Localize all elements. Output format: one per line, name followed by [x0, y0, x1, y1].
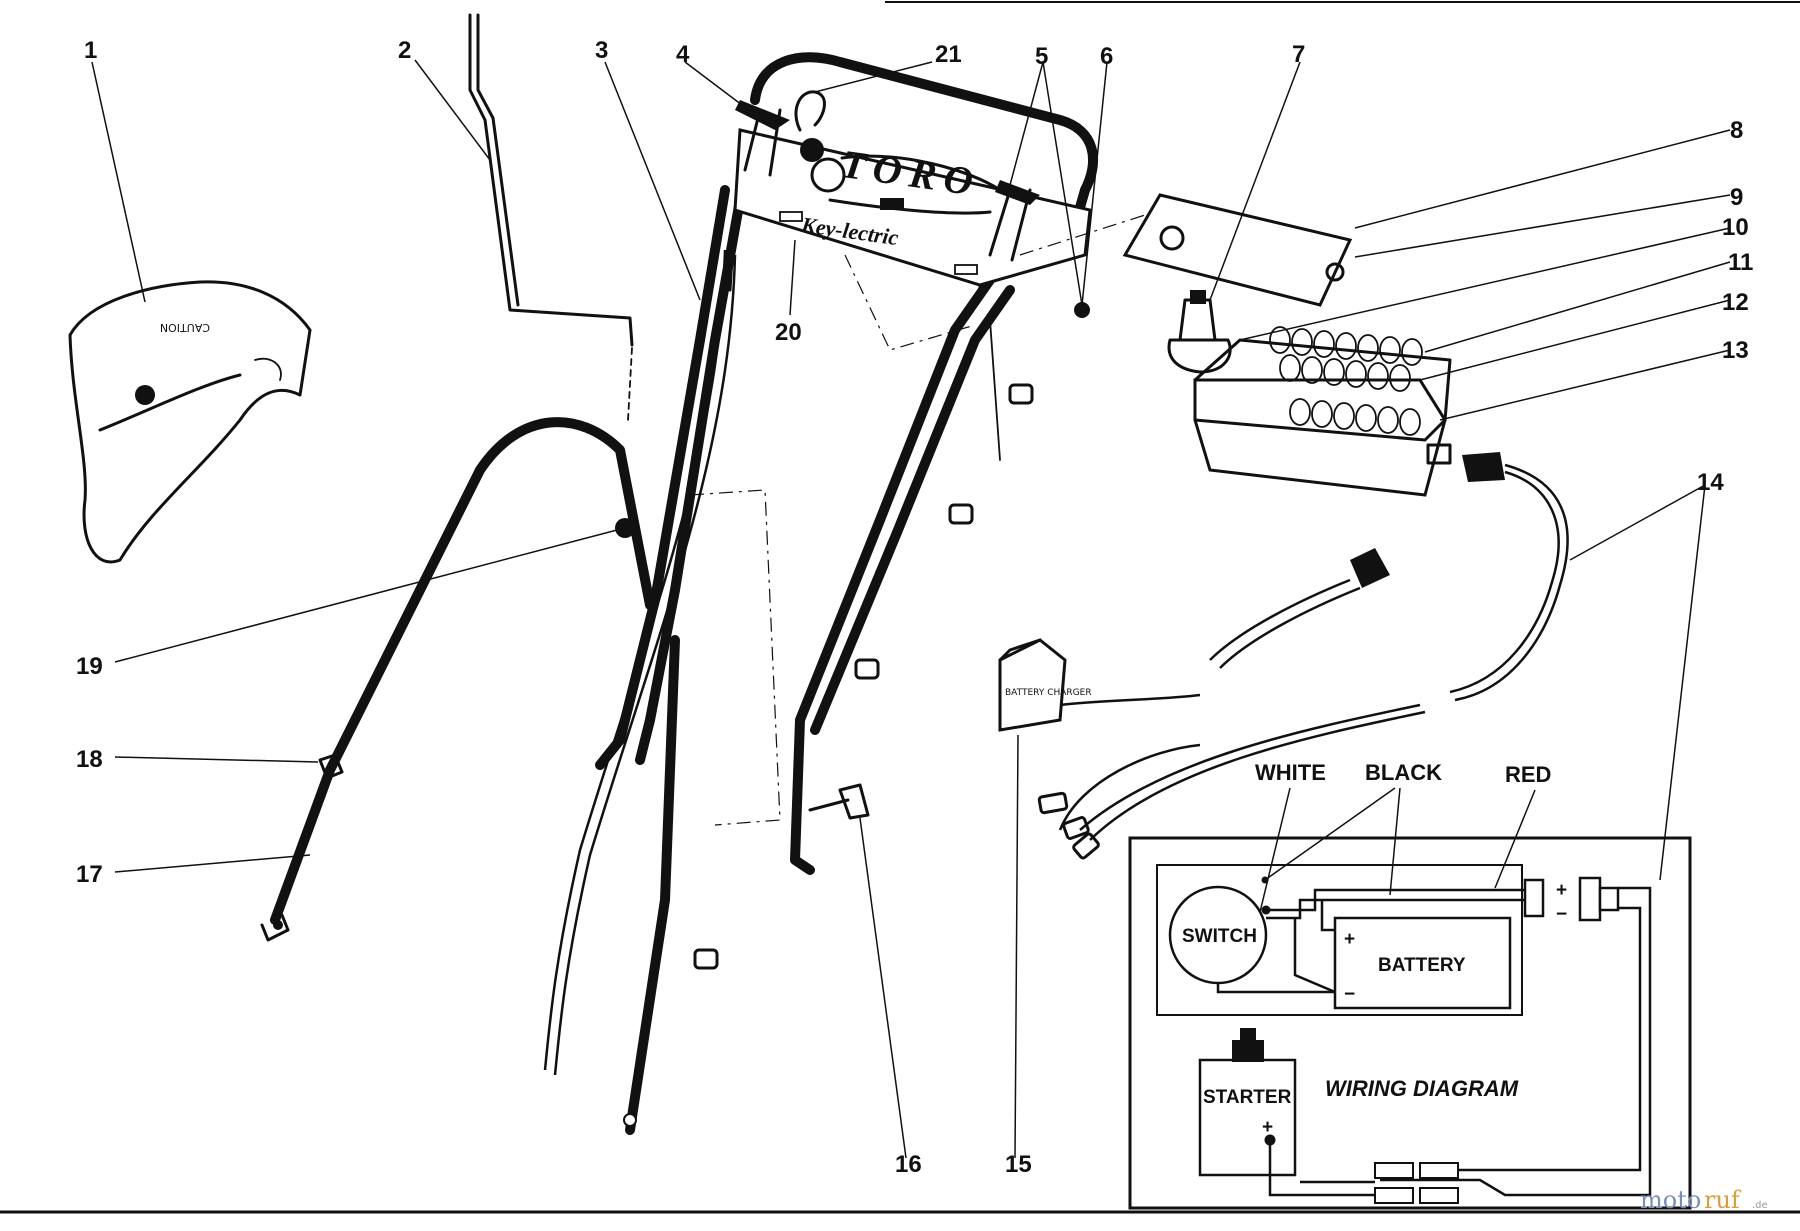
- callout-7: 7: [1292, 41, 1305, 68]
- callout-11: 11: [1728, 249, 1753, 276]
- callout-15: 15: [1005, 1151, 1032, 1178]
- part-1-shield: CAUTION: [68, 280, 312, 564]
- watermark-ruf: ruf: [1704, 1186, 1742, 1214]
- part-17-lower-handle: [260, 417, 655, 942]
- callout-13: 13: [1722, 337, 1749, 364]
- callouts: 1 2 3 4 5 6 7 8 9 10 11 12 13 14 15 16 1…: [76, 37, 1753, 1178]
- starter-label: STARTER: [1203, 1087, 1292, 1108]
- callout-3: 3: [595, 37, 608, 64]
- battery-cells: [1269, 326, 1423, 436]
- callout-5: 5: [1035, 43, 1048, 70]
- wiring-frame: [1128, 836, 1692, 1210]
- callout-19: 19: [76, 653, 103, 680]
- plug-right: [1578, 876, 1602, 922]
- battery-label: BATTERY: [1378, 955, 1466, 976]
- callout-20: 20: [775, 319, 802, 346]
- control-subframe: [1156, 864, 1523, 1016]
- callout-16: 16: [895, 1151, 922, 1178]
- battery-plus: +: [1344, 929, 1355, 950]
- callout-2: 2: [398, 37, 411, 64]
- wiring-diagram-title: WIRING DIAGRAM: [1325, 1076, 1519, 1101]
- callout-1: 1: [84, 37, 97, 64]
- callout-10: 10: [1722, 214, 1749, 241]
- plug-plus: +: [1556, 880, 1567, 901]
- callout-4: 4: [676, 41, 690, 68]
- wire-label-white: WHITE: [1255, 760, 1326, 785]
- starter-rect: [1198, 1058, 1297, 1177]
- callout-14: 14: [1697, 469, 1724, 496]
- battery-box: [1122, 193, 1505, 497]
- throttle-cable: [543, 249, 1001, 1076]
- part-3-handle: [595, 185, 1015, 1135]
- starter-plus: +: [1262, 1117, 1273, 1138]
- watermark-moto: moto: [1640, 1186, 1701, 1214]
- control-panel: TORO Key-lectric: [728, 90, 1092, 292]
- svg-text:CAUTION: CAUTION: [160, 321, 210, 334]
- part-2-rod: [468, 13, 634, 421]
- bail-handle: [750, 52, 1098, 230]
- callout-8: 8: [1730, 117, 1743, 144]
- watermark: moto ruf .de: [1640, 1186, 1768, 1214]
- charger-label: BATTERY CHARGER: [1005, 688, 1092, 698]
- alignment-lines: [689, 214, 1146, 826]
- plug-minus: −: [1556, 904, 1567, 925]
- leader-lines: [91, 59, 1731, 1159]
- callout-18: 18: [76, 746, 103, 773]
- callout-17: 17: [76, 861, 103, 888]
- wire-label-black: BLACK: [1365, 760, 1442, 785]
- callout-12: 12: [1722, 289, 1749, 316]
- battery-minus: −: [1344, 984, 1355, 1005]
- callout-9: 9: [1730, 184, 1743, 211]
- charger-15: BATTERY CHARGER: [998, 638, 1092, 732]
- loose-parts: [318, 302, 1090, 970]
- charger-cables: BATTERY CHARGER: [998, 463, 1569, 860]
- callout-6: 6: [1100, 43, 1113, 70]
- callout-21: 21: [935, 41, 962, 68]
- wire-label-red: RED: [1505, 762, 1551, 787]
- plug-left: [1523, 878, 1545, 918]
- watermark-de: .de: [1752, 1200, 1768, 1211]
- battery-rect: [1333, 916, 1512, 1010]
- wiring-diagram: WHITE BLACK RED SWITCH BATTERY + − + −: [1128, 760, 1692, 1210]
- switch-label: SWITCH: [1182, 926, 1257, 947]
